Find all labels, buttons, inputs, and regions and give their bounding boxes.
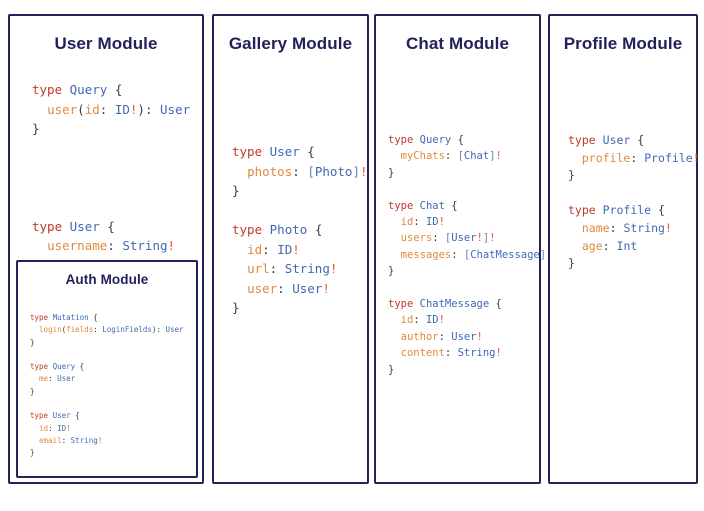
code-line: photos: [Photo]! <box>247 163 368 179</box>
code-line: } <box>30 337 35 347</box>
code-line: login(fields: LoginFields): User <box>39 325 184 335</box>
code-line: name: String! <box>581 220 672 235</box>
code-line: type Photo { <box>232 222 323 237</box>
code-line: } <box>232 183 240 198</box>
code-line: } <box>568 168 575 183</box>
code-block-user-module: type Query { user(id: ID!): User} type Us… <box>32 80 190 275</box>
code-line: id: ID! <box>400 216 445 229</box>
code-block-gallery-module: type User { photos: [Photo]!} type Photo … <box>232 142 368 318</box>
code-line: type User { <box>232 144 315 159</box>
code-line: messages: [ChatMessage]! <box>400 248 553 261</box>
code-line: profile: Profile! <box>581 150 700 165</box>
code-line: age: Int <box>581 238 638 253</box>
code-line: type Query { <box>388 134 464 146</box>
code-line: author: User! <box>400 330 483 343</box>
code-line: me: User <box>39 374 76 384</box>
panel-title-auth-module: Auth Module <box>65 272 149 287</box>
code-line: } <box>30 448 35 458</box>
panel-profile-module: Profile Module type User { profile: Prof… <box>548 14 700 484</box>
panel-title-chat-module: Chat Module <box>405 34 510 53</box>
code-line: } <box>388 166 395 179</box>
code-line: email: String! <box>39 435 103 445</box>
code-line: users: [User!]! <box>400 232 496 245</box>
panel-gallery-module: Gallery Module type User { photos: [Phot… <box>212 14 369 484</box>
code-line: type Query { <box>30 362 85 372</box>
panel-user-module: User Module type Query { user(id: ID!): … <box>8 14 204 484</box>
code-line: } <box>32 121 40 136</box>
code-line: type User { <box>30 411 80 421</box>
panel-title-user-module: User Module <box>54 34 158 53</box>
code-line: type Profile { <box>568 203 665 218</box>
panel-auth-module: Auth Module type Mutation { login(fields… <box>16 260 198 478</box>
code-line: myChats: [Chat]! <box>400 150 502 163</box>
code-line: id: ID! <box>400 314 445 327</box>
code-block-auth-module: type Mutation { login(fields: LoginField… <box>30 312 184 460</box>
code-block-profile-module: type User { profile: Profile!} type Profi… <box>568 132 700 273</box>
panel-chat-module: Chat Module type Query { myChats: [Chat]… <box>374 14 552 484</box>
code-line: type User { <box>568 133 645 147</box>
code-line: } <box>388 265 395 278</box>
code-line: user: User! <box>247 280 330 296</box>
code-line: id: ID! <box>39 423 71 433</box>
code-line: } <box>388 363 395 376</box>
code-line: } <box>232 300 240 315</box>
code-line: username: String! <box>47 238 176 253</box>
code-line: } <box>568 256 575 271</box>
code-block-chat-module: type Query { myChats: [Chat]!} type Chat … <box>388 132 552 378</box>
code-line: content: String! <box>400 347 502 360</box>
code-line: type User { <box>32 218 115 234</box>
code-line: id: ID! <box>247 241 300 257</box>
code-line: user(id: ID!): User <box>47 101 191 117</box>
code-line: type Mutation { <box>30 313 98 322</box>
code-line: url: String! <box>247 261 338 276</box>
code-line: type ChatMessage { <box>388 298 502 311</box>
code-line: } <box>30 386 35 396</box>
panel-title-profile-module: Profile Module <box>563 34 683 53</box>
code-line: type Chat { <box>388 199 458 212</box>
panel-title-gallery-module: Gallery Module <box>228 34 353 53</box>
code-line: type Query { <box>32 82 123 97</box>
